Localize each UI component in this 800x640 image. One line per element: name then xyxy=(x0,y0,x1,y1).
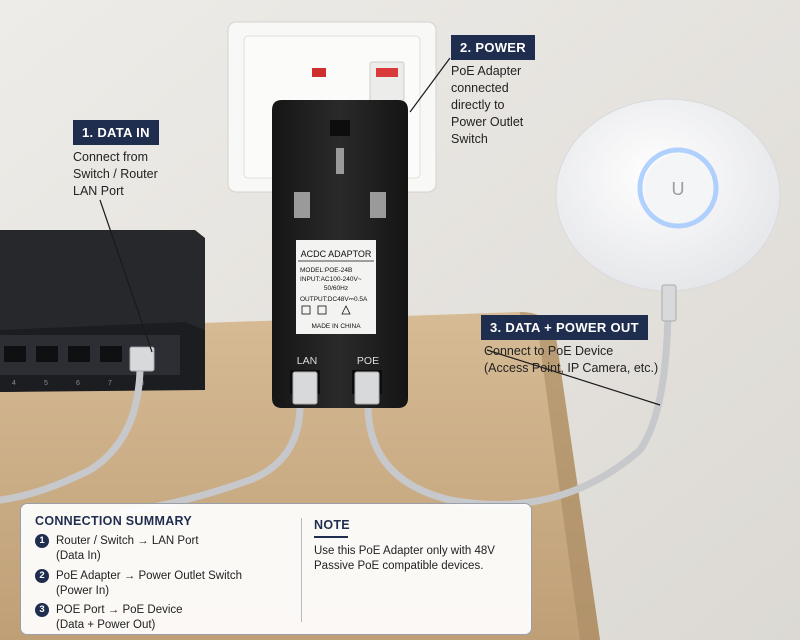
socket-indicator-light xyxy=(312,68,326,77)
callout-data-power-out-title: 3. DATA + POWER OUT xyxy=(481,315,648,340)
note-underline xyxy=(314,536,348,538)
switch-lan-plug xyxy=(129,346,155,372)
certification-mark-icon xyxy=(301,305,311,315)
step-number-badge: 3 xyxy=(35,603,49,617)
lan-plug xyxy=(292,371,318,405)
certification-mark-icon xyxy=(317,305,327,315)
callout-data-power-out-text: Connect to PoE Device (Access Point, IP … xyxy=(484,344,659,375)
ap-plug xyxy=(661,284,677,322)
note-heading: NOTE xyxy=(314,518,350,532)
poe-adapter-icon: ACDC ADAPTOR MODEL:POE-24B INPUT:AC100-2… xyxy=(272,100,408,408)
switch-port-number: 4 xyxy=(12,380,16,387)
adapter-port-lan-label: LAN xyxy=(297,355,317,367)
adapter-made-in: MADE IN CHINA xyxy=(311,323,361,330)
callout-power-text: PoE Adapter connected directly to Power … xyxy=(451,64,524,146)
summary-heading: CONNECTION SUMMARY xyxy=(35,514,193,528)
warning-mark-icon xyxy=(341,305,351,315)
callout-data-in-text: Connect from Switch / Router LAN Port xyxy=(73,150,158,198)
note-body: Use this PoE Adapter only with 48V Passi… xyxy=(314,545,495,572)
ap-status-ring xyxy=(637,147,719,229)
ubiquiti-logo-icon: U xyxy=(672,179,685,199)
step-number-badge: 1 xyxy=(35,534,49,548)
callout-power-title: 2. POWER xyxy=(451,35,535,60)
callout-pointer xyxy=(99,199,153,353)
adapter-input: INPUT:AC100-240V~ xyxy=(300,276,362,283)
adapter-model: MODEL:POE-24B xyxy=(300,267,352,274)
adapter-label-title: ACDC ADAPTOR xyxy=(301,249,372,259)
callout-pointer xyxy=(409,57,451,113)
callout-pointer xyxy=(486,349,661,406)
adapter-port-poe-label: POE xyxy=(357,355,379,367)
ethernet-switch-icon: 4 5 6 7 8 xyxy=(0,230,205,392)
switch-port-number: 5 xyxy=(44,380,48,387)
poe-plug xyxy=(354,371,380,405)
adapter-label xyxy=(296,240,376,334)
panel-divider xyxy=(301,518,302,622)
connection-summary-panel: CONNECTION SUMMARY 1 Router / Switch → L… xyxy=(20,503,532,635)
adapter-frequency: 50/60Hz xyxy=(324,285,348,292)
switch-port-number: 7 xyxy=(108,380,112,387)
step-number-badge: 2 xyxy=(35,569,49,583)
switch-port-number: 6 xyxy=(76,380,80,387)
access-point-icon: U xyxy=(555,98,781,322)
adapter-output: OUTPUT:DC48V⎓0.5A xyxy=(300,296,368,303)
callout-data-in-title: 1. DATA IN xyxy=(73,120,159,145)
